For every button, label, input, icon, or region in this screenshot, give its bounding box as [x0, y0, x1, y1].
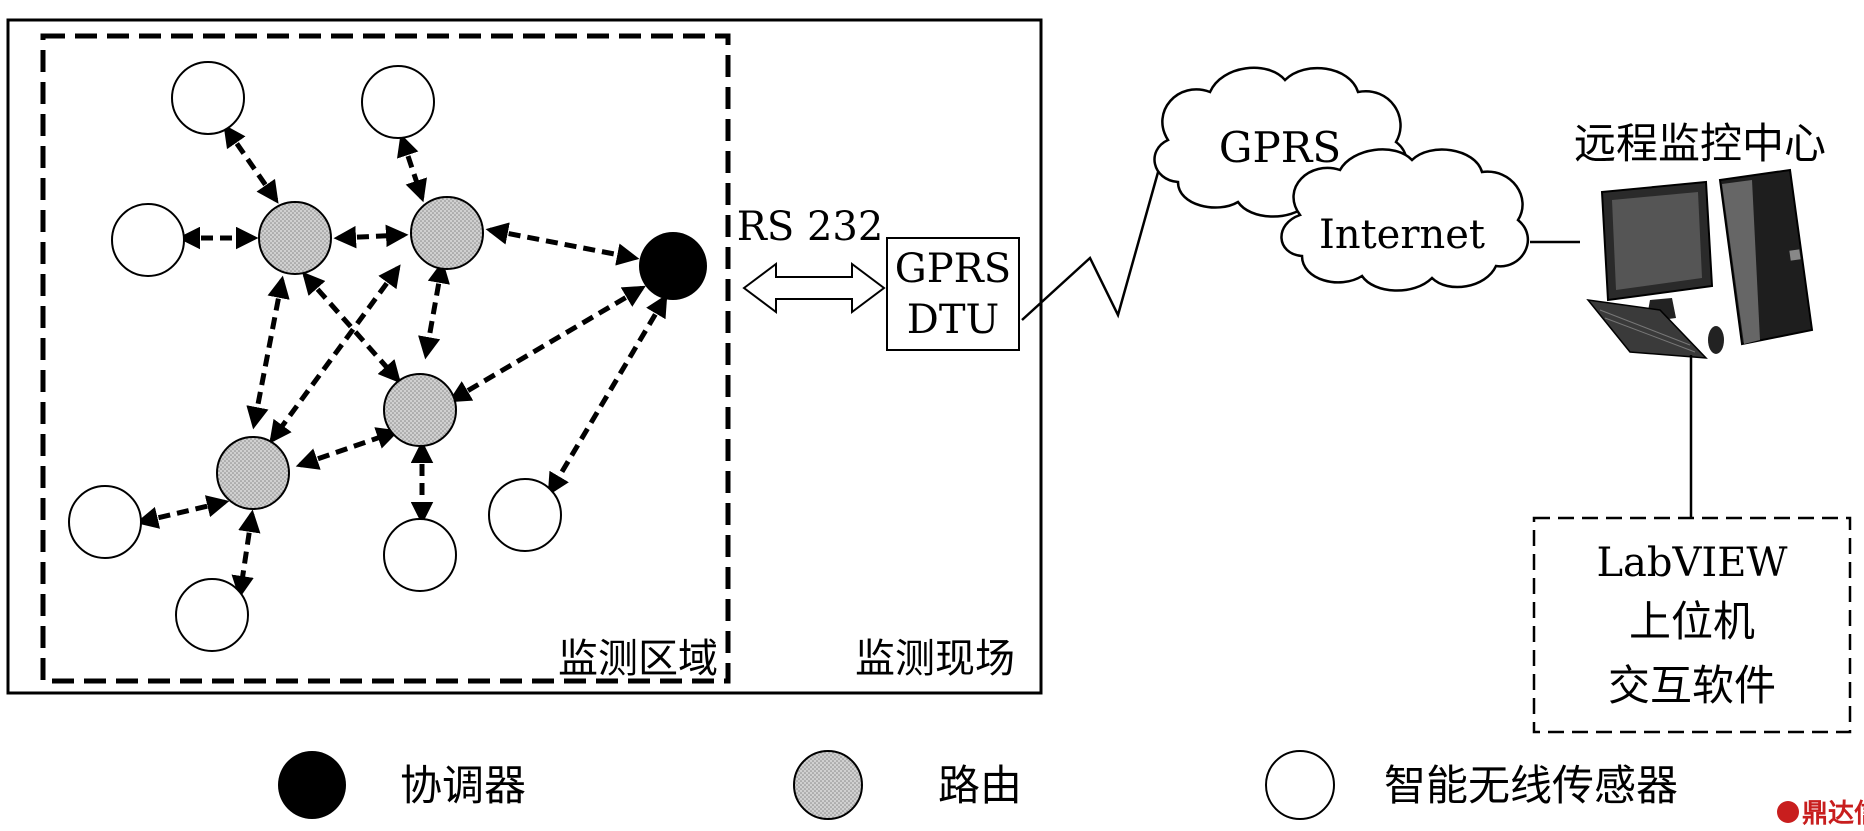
sensor-node: [171, 61, 245, 135]
monitor-site-box: [6, 18, 1043, 695]
sensor-node: [175, 578, 249, 652]
legend-sensor-icon: [1265, 750, 1335, 820]
coordinator-node: [639, 232, 707, 300]
legend-coordinator-label: 协调器: [400, 761, 526, 810]
router-node: [410, 196, 484, 270]
monitor-area-label: 监测区域: [558, 636, 718, 682]
internet-cloud-label: Internet: [1319, 212, 1485, 258]
watermark: 鼎达信: [1777, 799, 1864, 829]
software-label-line1: LabVIEW: [1596, 540, 1787, 586]
sensor-node: [383, 518, 457, 592]
sensor-node: [361, 65, 435, 139]
rs232-arrow: [742, 262, 886, 314]
sensor-node: [488, 478, 562, 552]
gprs-cloud-label: GPRS: [1219, 123, 1341, 172]
legend-sensor-label: 智能无线传感器: [1384, 761, 1678, 810]
sensor-node: [68, 485, 142, 559]
legend-router-icon: [793, 750, 863, 820]
legend-coordinator-icon: [278, 751, 346, 819]
legend-router-label: 路由: [938, 761, 1022, 810]
software-label-line3: 交互软件: [1608, 661, 1776, 710]
router-node: [383, 373, 457, 447]
remote-center-label: 远程监控中心: [1574, 119, 1826, 168]
wireless-link: [1021, 157, 1164, 321]
dtu-label-line1: GPRS: [895, 246, 1011, 292]
monitor-site-label: 监测现场: [855, 636, 1015, 682]
software-box: [1532, 516, 1852, 734]
software-label-line2: 上位机: [1629, 597, 1755, 646]
monitor-area-box: [40, 33, 731, 684]
dtu-label-line2: DTU: [907, 297, 999, 343]
router-node: [258, 201, 332, 275]
watermark-logo-icon: [1777, 801, 1799, 823]
sensor-node: [111, 203, 185, 277]
internet-cloud: [1280, 148, 1530, 292]
network-links: [135, 124, 668, 599]
computer-icon: [1586, 168, 1814, 359]
watermark-text: 鼎达信: [1802, 799, 1864, 829]
router-node: [216, 436, 290, 510]
rs232-label: RS 232: [737, 204, 884, 250]
legend: 协调器 路由 智能无线传感器: [278, 750, 1678, 820]
gprs-dtu-box: [886, 237, 1020, 351]
